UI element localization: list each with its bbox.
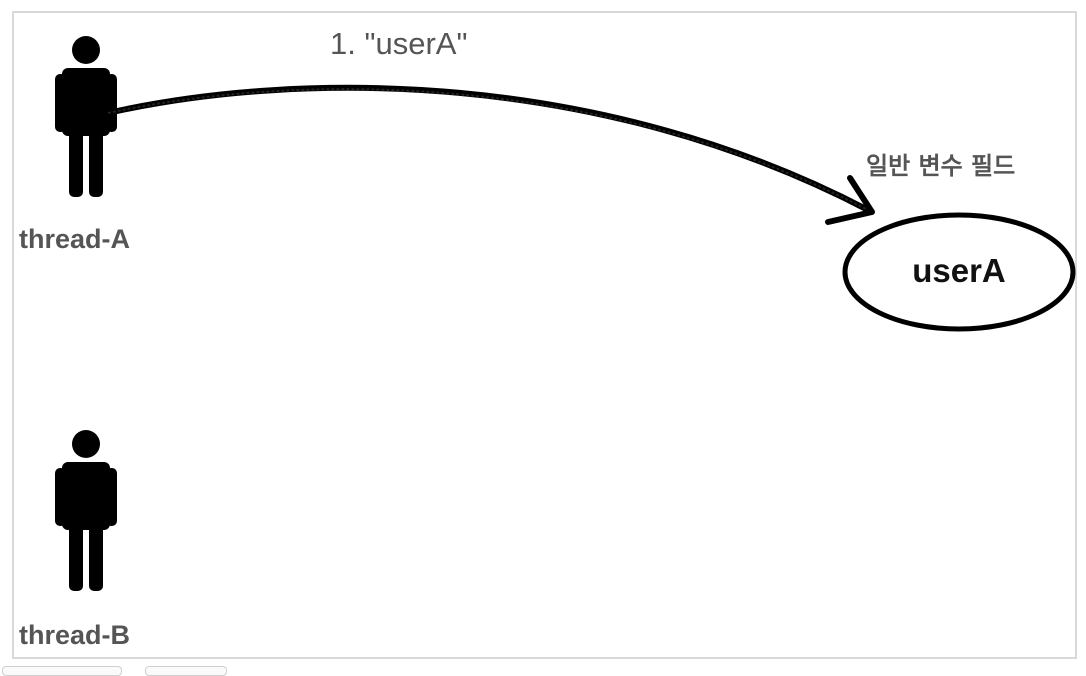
field-value: userA (912, 252, 1006, 289)
person-icon (55, 430, 117, 591)
diagram-frame (12, 11, 1077, 659)
thread-b-label: thread-B (19, 620, 131, 650)
bottom-tab-left[interactable] (2, 666, 122, 676)
person-icon (55, 36, 117, 197)
thread-a-label: thread-A (19, 224, 131, 254)
bottom-tab-right[interactable] (145, 666, 227, 676)
curved-arrow-icon (105, 84, 875, 225)
step-label: 1. "userA" (330, 26, 468, 61)
field-label: 일반 변수 필드 (866, 152, 1016, 180)
field-ellipse (842, 212, 1076, 332)
